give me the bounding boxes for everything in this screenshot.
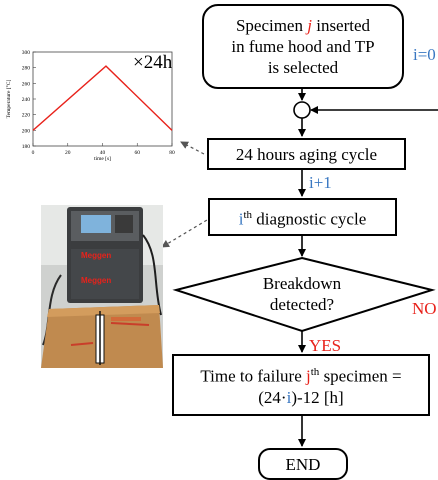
end-box: END: [258, 448, 348, 480]
y-tick-label: 260: [22, 81, 31, 87]
x-tick-label: 80: [169, 150, 175, 156]
merge-junction: [293, 101, 311, 119]
aging-cycle-label: 24 hours aging cycle: [235, 144, 378, 164]
x-tick-label: 0: [32, 150, 35, 156]
start-box: Specimen j inserted in fume hood and TP …: [202, 4, 404, 89]
start-text-pre: Specimen: [235, 16, 308, 35]
start-text-line3: is selected: [267, 58, 339, 77]
start-text-line2: in fume hood and TP: [231, 37, 375, 56]
increment-label: i+1: [309, 173, 332, 192]
y-tick-label: 300: [22, 50, 31, 56]
y-tick-label: 240: [22, 97, 31, 103]
y-tick-label: 180: [22, 144, 31, 150]
y-tick-label: 200: [22, 128, 31, 134]
x-tick-label: 20: [65, 150, 71, 156]
x-tick-label: 40: [100, 150, 106, 156]
test-setup-photo: Meggen Meggen: [41, 205, 163, 368]
dashed-pointer-chart: [180, 141, 205, 155]
formula-post: )-12 [h]: [291, 387, 344, 407]
diag-label: diagnostic cycle: [252, 209, 367, 229]
decision-line2: detected?: [269, 295, 335, 314]
x-axis-label: time [s]: [94, 156, 111, 162]
photo-brand-bottom: Meggen: [81, 276, 111, 285]
end-label: END: [285, 454, 321, 474]
no-label: NO: [412, 299, 437, 318]
y-axis-label: Temperature [°C]: [5, 80, 12, 119]
yes-label: YES: [309, 336, 342, 355]
temperature-series-line: [32, 65, 173, 131]
result-sup: th: [310, 366, 320, 379]
diagnostic-cycle-box: ith diagnostic cycle: [208, 198, 397, 236]
init-label: i=0: [413, 45, 436, 64]
formula-pre: (24·: [258, 387, 287, 407]
result-post: specimen =: [319, 366, 402, 386]
result-pre: Time to failure: [200, 366, 307, 386]
specimen-variable-j: j: [307, 16, 312, 35]
start-text-post: inserted: [311, 16, 371, 35]
diag-sup: th: [243, 208, 253, 221]
dashed-pointer-photo: [161, 216, 213, 248]
result-box: Time to failure jth specimen = (24·i)-12…: [172, 354, 430, 416]
photo-brand-top: Meggen: [81, 251, 111, 260]
result-var-j: j: [306, 366, 311, 386]
multiplier-label: ×24h: [133, 52, 173, 73]
formula-var-i: i: [286, 387, 292, 407]
photo-illustration: Meggen Meggen: [41, 205, 163, 368]
decision-text: Breakdown detected?: [232, 273, 372, 315]
decision-line1: Breakdown: [262, 274, 342, 293]
y-tick-label: 220: [22, 113, 31, 119]
y-tick-label: 280: [22, 66, 31, 72]
temperature-chart: 180 200 220 240 260 280 300 0 20 40 60 80 time [s] Te…: [5, 50, 175, 162]
x-tick-label: 60: [135, 150, 141, 156]
diag-index-i: i: [238, 209, 244, 229]
aging-cycle-box: 24 hours aging cycle: [207, 138, 406, 170]
